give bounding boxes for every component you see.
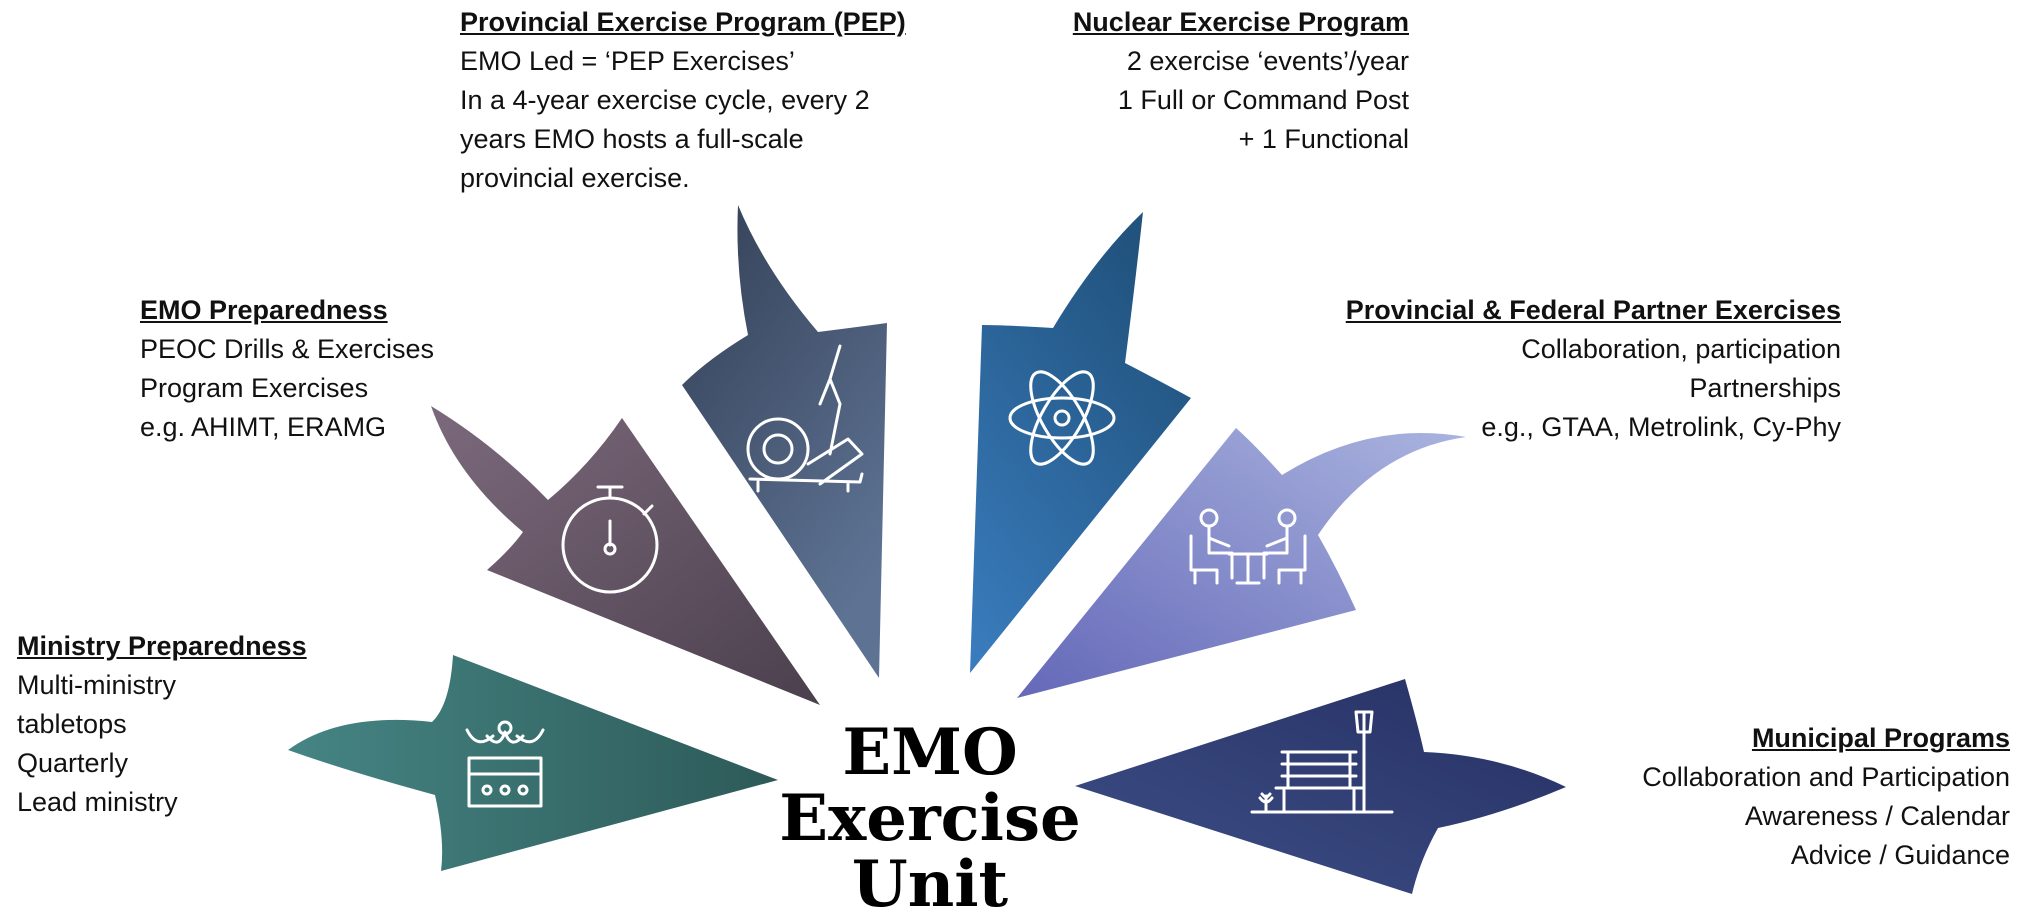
crown-icon [465, 720, 545, 808]
pep-line: provincial exercise. [460, 163, 690, 193]
partner-line: e.g., GTAA, Metrolink, Cy-Phy [1481, 412, 1841, 442]
partner-line: Collaboration, participation [1521, 334, 1841, 364]
center-title-line: Exercise [779, 781, 1081, 856]
emo-preparedness-arrow [431, 406, 820, 705]
emo-preparedness-block: EMO Preparedness PEOC Drills & Exercises… [140, 291, 434, 447]
atom-icon [1008, 370, 1116, 466]
nuclear-line: 2 exercise ‘events’/year [1126, 46, 1409, 76]
partner-arrow [1017, 428, 1466, 698]
ministry-preparedness-title: Ministry Preparedness [17, 631, 307, 661]
pep-title: Provincial Exercise Program (PEP) [460, 7, 906, 37]
emo-preparedness-line: PEOC Drills & Exercises [140, 334, 435, 364]
municipal-line: Awareness / Calendar [1744, 801, 2010, 831]
nuclear-line: + 1 Functional [1238, 124, 1409, 154]
center-title-line: EMO [842, 715, 1018, 790]
center-title-line: Unit [851, 847, 1009, 922]
emo-preparedness-line: Program Exercises [140, 373, 369, 403]
partner-line: Partnerships [1689, 373, 1841, 403]
municipal-line: Collaboration and Participation [1642, 762, 2010, 792]
nuclear-arrow [970, 212, 1191, 673]
ministry-arrow [288, 655, 778, 871]
elliptical-trainer-icon [746, 344, 864, 493]
emo-preparedness-line: e.g. AHIMT, ERAMG [140, 412, 387, 442]
stopwatch-icon [561, 485, 659, 594]
municipal-block: Municipal Programs Collaboration and Par… [1642, 719, 2010, 875]
pep-line: years EMO hosts a full-scale [460, 124, 804, 154]
pep-block: Provincial Exercise Program (PEP) EMO Le… [460, 3, 906, 198]
ministry-line: tabletops [17, 709, 127, 739]
partner-title: Provincial & Federal Partner Exercises [1345, 295, 1841, 325]
ministry-preparedness-block: Ministry Preparedness Multi-ministry tab… [17, 627, 307, 822]
partner-block: Provincial & Federal Partner Exercises C… [1346, 291, 1841, 447]
park-bench-icon [1250, 710, 1394, 814]
center-title: EMO Exercise Unit [760, 720, 1100, 918]
municipal-line: Advice / Guidance [1790, 840, 2010, 870]
ministry-line: Multi-ministry [17, 670, 176, 700]
emo-preparedness-title: EMO Preparedness [140, 295, 388, 325]
ministry-line: Quarterly [17, 748, 129, 778]
meeting-table-icon [1189, 508, 1307, 585]
nuclear-line: 1 Full or Command Post [1117, 85, 1409, 115]
nuclear-title: Nuclear Exercise Program [1072, 7, 1409, 37]
pep-arrow [682, 205, 887, 678]
nuclear-block: Nuclear Exercise Program 2 exercise ‘eve… [1073, 3, 1409, 159]
ministry-line: Lead ministry [17, 787, 178, 817]
municipal-title: Municipal Programs [1751, 723, 2010, 753]
pep-line: In a 4-year exercise cycle, every 2 [460, 85, 870, 115]
pep-line: EMO Led = ‘PEP Exercises’ [460, 46, 795, 76]
